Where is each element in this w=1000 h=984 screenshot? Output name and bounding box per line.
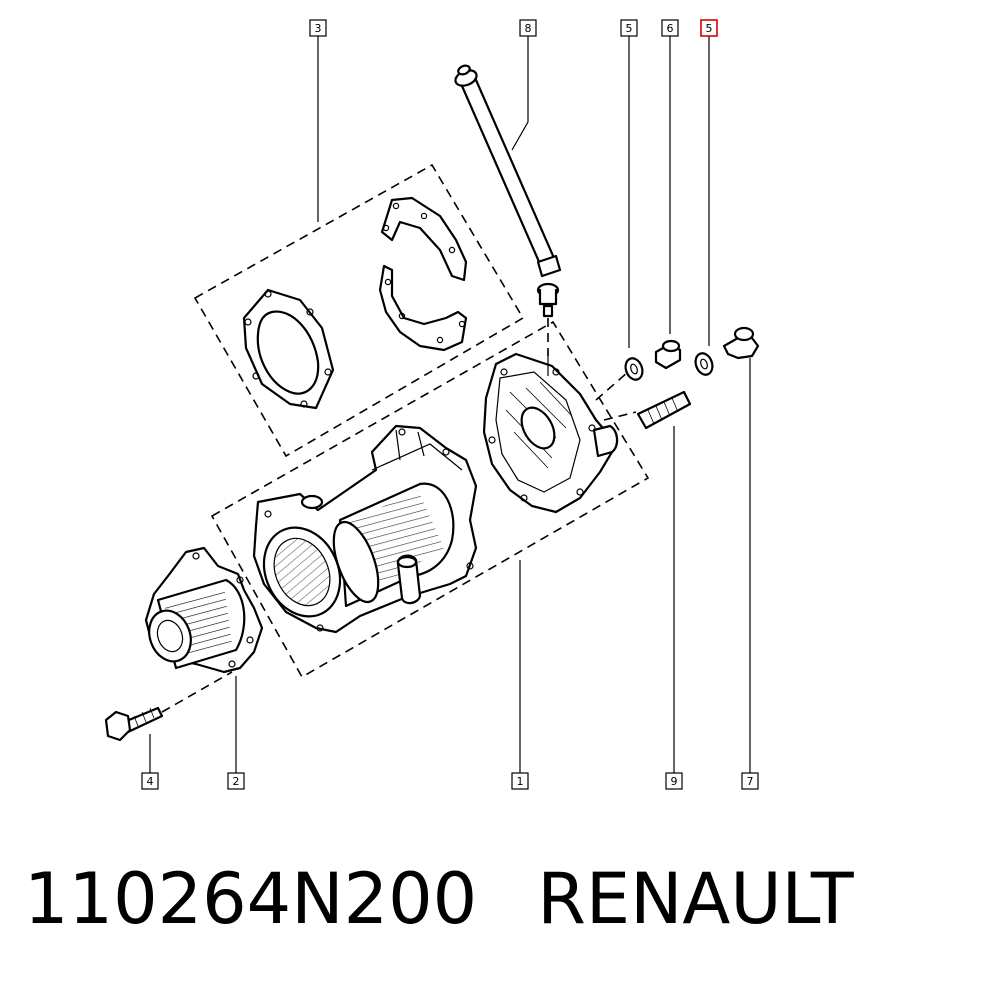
svg-text:2: 2 [233, 775, 240, 788]
callout-5-highlighted: 5 [700, 19, 718, 37]
upper-shaped-gasket [380, 196, 468, 282]
plug-6 [654, 339, 682, 370]
lower-shaped-gasket [378, 264, 468, 352]
plug-7 [722, 326, 760, 360]
tube-assembly [454, 64, 562, 318]
brand-name: RENAULT [537, 858, 854, 940]
svg-text:8: 8 [525, 22, 532, 35]
callout-8: 8 [519, 19, 537, 37]
callout-1: 1 [511, 772, 529, 790]
callout-5-left: 5 [620, 19, 638, 37]
housing-group-frame [210, 320, 650, 679]
part-number: 110264N200 [24, 858, 478, 940]
round-gasket [242, 288, 335, 410]
breather-9 [636, 390, 692, 430]
svg-text:7: 7 [747, 775, 754, 788]
callout-3: 3 [309, 19, 327, 37]
callout-2: 2 [227, 772, 245, 790]
assembly-lines [161, 318, 637, 713]
svg-text:3: 3 [315, 22, 322, 35]
output-flange-cover [144, 546, 264, 674]
callout-9: 9 [665, 772, 683, 790]
callout-4: 4 [141, 772, 159, 790]
caption: 110264N200 RENAULT [24, 858, 854, 940]
gasket-group-frame [193, 163, 525, 458]
svg-text:6: 6 [667, 22, 674, 35]
washer-left [624, 357, 644, 381]
svg-text:4: 4 [147, 775, 154, 788]
callout-6: 6 [661, 19, 679, 37]
svg-text:9: 9 [671, 775, 678, 788]
callout-7: 7 [741, 772, 759, 790]
leader-lines [149, 36, 751, 773]
main-housing [252, 424, 478, 634]
washer-right [694, 352, 714, 376]
svg-text:5: 5 [626, 22, 633, 35]
bolt-4 [104, 706, 164, 742]
svg-text:1: 1 [517, 775, 524, 788]
side-cover [482, 352, 619, 514]
svg-text:5: 5 [706, 22, 713, 35]
